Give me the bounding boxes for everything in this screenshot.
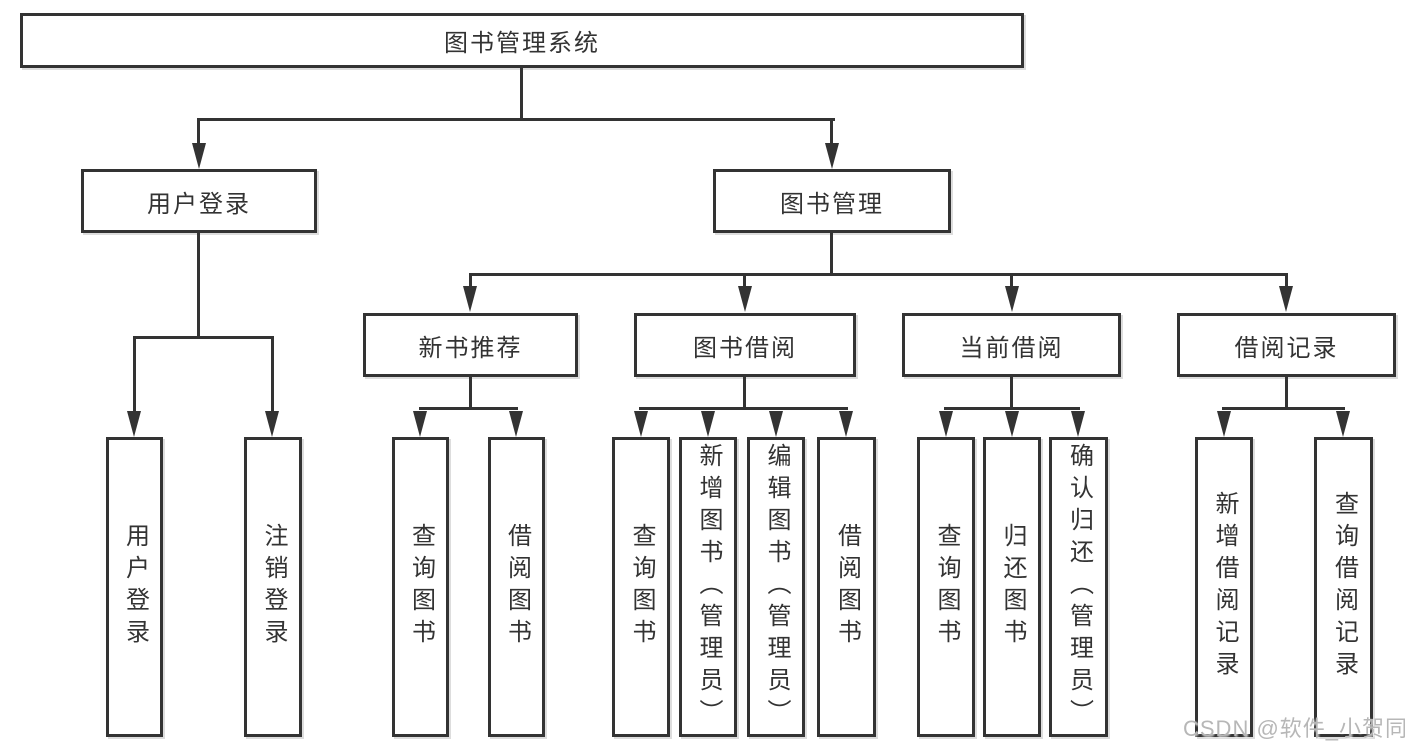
leaf-add-books-admin-label: 新增图书（管理员）	[695, 443, 722, 731]
watermark: CSDN @软件_小贺同学	[1183, 716, 1405, 741]
connector-line	[197, 118, 835, 121]
connector-line	[639, 407, 848, 410]
connector-line	[743, 276, 746, 288]
leaf-current-query-books-label: 查询图书	[933, 523, 960, 651]
leaf-borrow-books-label: 借阅图书	[833, 523, 861, 651]
leaf-recommend-query-books-label: 查询图书	[407, 523, 435, 651]
leaf-borrow-books: 借阅图书	[817, 437, 876, 737]
leaf-recommend-borrow-books-label: 借阅图书	[503, 523, 531, 651]
arrow-down-icon	[509, 411, 523, 437]
arrow-down-icon	[825, 143, 839, 169]
leaf-query-borrow-record-label: 查询借阅记录	[1330, 491, 1358, 683]
leaf-query-borrow-record: 查询借阅记录	[1314, 437, 1373, 737]
leaf-borrow-query-books-label: 查询图书	[628, 523, 655, 651]
connector-line	[197, 121, 200, 146]
node-current-borrow: 当前借阅	[902, 313, 1121, 377]
leaf-add-borrow-record-label: 新增借阅记录	[1211, 491, 1238, 683]
leaf-confirm-return-admin-label: 确认归还（管理员）	[1065, 443, 1093, 731]
connector-line	[743, 377, 746, 408]
connector-line	[1285, 276, 1288, 288]
node-new-book-recommend: 新书推荐	[363, 313, 578, 377]
leaf-recommend-borrow-books: 借阅图书	[488, 437, 545, 737]
leaf-logout-label: 注销登录	[260, 523, 287, 651]
leaf-current-query-books: 查询图书	[917, 437, 975, 737]
connector-line	[520, 68, 523, 118]
node-borrow-records-label: 借阅记录	[1234, 334, 1339, 362]
leaf-add-books-admin: 新增图书（管理员）	[679, 437, 737, 737]
node-book-borrow-label: 图书借阅	[693, 334, 797, 362]
arrow-down-icon	[738, 286, 752, 312]
arrow-down-icon	[1005, 411, 1019, 437]
leaf-recommend-query-books: 查询图书	[392, 437, 449, 737]
connector-line	[944, 407, 1080, 410]
arrow-down-icon	[634, 411, 648, 437]
node-borrow-records: 借阅记录	[1177, 313, 1396, 377]
leaf-add-borrow-record: 新增借阅记录	[1195, 437, 1253, 737]
node-user-login-label: 用户登录	[147, 190, 251, 218]
arrow-down-icon	[192, 143, 206, 169]
connector-line	[469, 276, 472, 288]
leaf-user-login: 用户登录	[106, 437, 163, 737]
arrow-down-icon	[939, 411, 953, 437]
leaf-borrow-query-books: 查询图书	[612, 437, 670, 737]
node-user-login: 用户登录	[81, 169, 317, 233]
connector-line	[1285, 377, 1288, 408]
arrow-down-icon	[839, 411, 853, 437]
arrow-down-icon	[127, 411, 141, 437]
connector-line	[830, 233, 833, 273]
connector-line	[469, 377, 472, 408]
leaf-edit-books-admin-label: 编辑图书（管理员）	[763, 443, 790, 731]
arrow-down-icon	[1071, 411, 1085, 437]
connector-line	[197, 233, 200, 336]
connector-line	[830, 121, 833, 146]
arrow-down-icon	[1005, 286, 1019, 312]
arrow-down-icon	[463, 286, 477, 312]
connector-line	[419, 407, 518, 410]
connector-line	[1222, 407, 1345, 410]
arrow-down-icon	[413, 411, 427, 437]
leaf-return-books-label: 归还图书	[999, 523, 1026, 651]
leaf-return-books: 归还图书	[983, 437, 1041, 737]
connector-line	[133, 336, 274, 339]
connector-line	[469, 273, 1288, 276]
node-root: 图书管理系统	[20, 13, 1024, 68]
leaf-logout: 注销登录	[244, 437, 302, 737]
leaf-user-login-label: 用户登录	[121, 523, 149, 651]
connector-line	[1010, 276, 1013, 288]
node-book-management-label: 图书管理	[780, 190, 884, 218]
connector-line	[1010, 377, 1013, 408]
arrow-down-icon	[1279, 286, 1293, 312]
leaf-confirm-return-admin: 确认归还（管理员）	[1049, 437, 1108, 737]
connector-line	[133, 339, 136, 413]
node-new-book-recommend-label: 新书推荐	[418, 334, 523, 362]
leaf-edit-books-admin: 编辑图书（管理员）	[747, 437, 805, 737]
arrow-down-icon	[265, 411, 279, 437]
arrow-down-icon	[701, 411, 715, 437]
arrow-down-icon	[1217, 411, 1231, 437]
node-book-borrow: 图书借阅	[634, 313, 856, 377]
node-book-management: 图书管理	[713, 169, 951, 233]
connector-line	[271, 339, 274, 413]
node-current-borrow-label: 当前借阅	[959, 334, 1064, 362]
node-root-label: 图书管理系统	[444, 30, 600, 57]
arrow-down-icon	[1336, 411, 1350, 437]
arrow-down-icon	[769, 411, 783, 437]
